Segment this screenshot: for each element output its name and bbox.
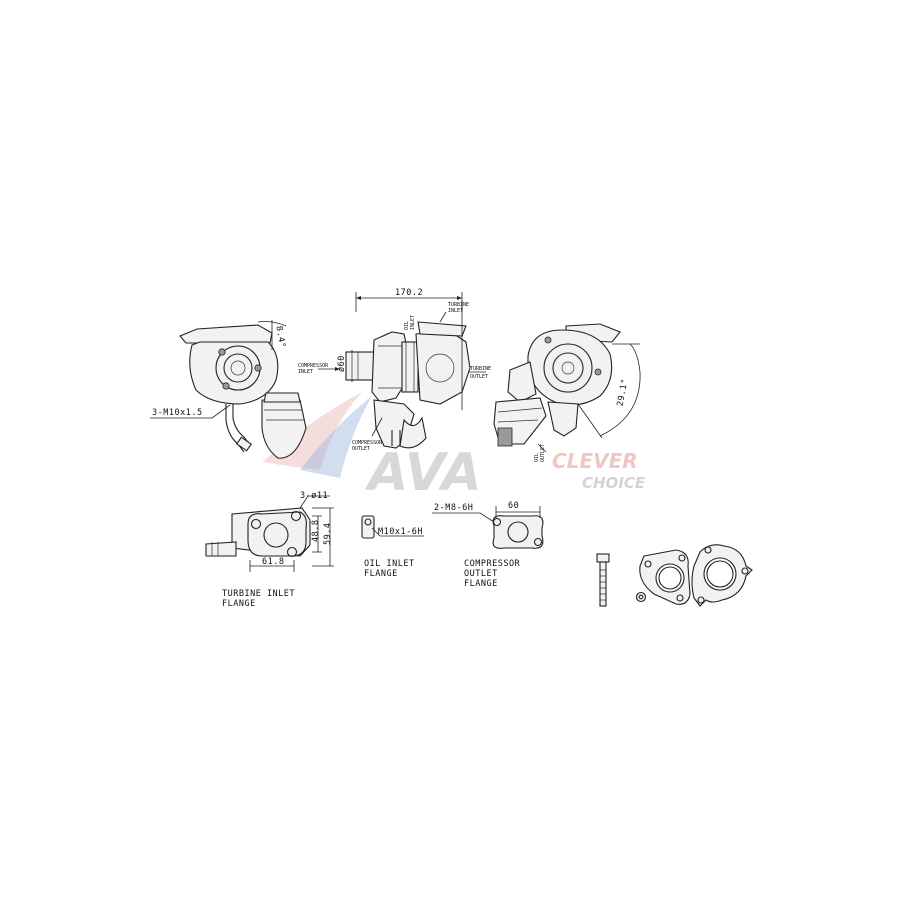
right-lower-outlet <box>547 401 579 437</box>
comp-flange-face <box>492 515 544 549</box>
callout-compressor-inlet-l1: COMPRESSOR <box>298 363 329 369</box>
label-comp-outlet-flange-l3: FLANGE <box>464 579 498 589</box>
kit-gasket-triangular <box>639 549 691 605</box>
turbine-flange-bore <box>263 522 289 548</box>
callout-turbine-inlet-l1: TURBINE <box>448 302 469 308</box>
left-outlet-bore <box>223 353 253 383</box>
left-bolt-2 <box>254 364 262 372</box>
label-comp-outlet-flange-l1: COMPRESSOR <box>464 559 521 569</box>
turbine-flange-hole-1 <box>290 510 302 522</box>
left-actuator <box>261 399 307 459</box>
comp-flange-hole-2 <box>533 537 543 547</box>
dim-angle-left: 8.4° <box>273 325 287 349</box>
callout-compressor-inlet-l2: INLET <box>298 369 313 375</box>
right-compressor-bore <box>552 352 584 384</box>
turbine-flange-pipe <box>205 541 237 557</box>
left-bolt-1 <box>218 348 226 356</box>
center-oil-return <box>399 416 427 449</box>
label-turbine-inlet-flange-l2: FLANGE <box>222 599 256 609</box>
callout-oil-outlet-l1: OIL <box>534 453 540 462</box>
callout-turbine-inlet-l2: INLET <box>448 308 463 314</box>
dim-bolt-holes: 3-ø11 <box>300 491 328 501</box>
turbo-right-view: 29.1° OIL OUTLET <box>493 323 641 462</box>
turbo-center-view: 170.2 ø60 COMPRESSOR INLET TURBINE OUTLE… <box>298 288 491 452</box>
compressor-outlet-flange-detail: 60 2-M8-6H COMPRESSOR OUTLET FLANGE <box>432 501 544 589</box>
watermark: AVA CLEVER CHOICE <box>262 392 646 503</box>
dim-flange-h2: 59.4 <box>323 523 333 545</box>
label-oil-inlet-flange-l1: OIL INLET <box>364 559 415 569</box>
dim-flange-w: 61.8 <box>262 557 284 567</box>
turbine-flange-face <box>247 511 307 557</box>
dim-comp-width: 60 <box>508 501 519 511</box>
turbine-flange-hole-3 <box>286 546 298 558</box>
turbo-left-view: 8.4° 3-M10x1.5 <box>150 320 307 459</box>
watermark-brand: AVA <box>364 443 482 503</box>
callout-oil-inlet-l1: OIL <box>404 321 410 330</box>
dim-length-top: 170.2 <box>395 288 423 298</box>
label-oil-inlet-flange-l2: FLANGE <box>364 569 398 579</box>
left-bolt-3 <box>222 382 230 390</box>
left-top-flange <box>179 324 273 344</box>
watermark-clever: CLEVER <box>552 449 638 473</box>
kit-bolt <box>596 553 610 607</box>
dim-angle-right: 29.1° <box>616 378 631 407</box>
oil-inlet-flange-detail: M10x1-6H OIL INLET FLANGE <box>361 515 424 579</box>
watermark-choice: CHOICE <box>582 474 646 492</box>
turbine-inlet-flange-detail: 3-ø11 48.8 59.4 61.8 TURBINE INLET FLANG… <box>205 491 334 609</box>
center-compressor-inlet <box>345 351 377 381</box>
watermark-swoosh-blue <box>300 396 372 478</box>
callout-oil-outlet-l2: OUTLET <box>540 444 546 462</box>
dim-thread-turbine: 3-M10x1.5 <box>152 408 203 418</box>
dim-oil-thread: M10x1-6H <box>378 527 423 537</box>
callout-turbine-outlet-l1: TURBINE <box>470 366 491 372</box>
left-turbine-housing <box>189 341 279 405</box>
label-turbine-inlet-flange-l1: TURBINE INLET <box>222 589 295 599</box>
turbine-flange-hole-2 <box>250 518 262 530</box>
right-compressor-ring <box>543 343 593 393</box>
callout-turbine-outlet-l2: OUTLET <box>470 374 488 380</box>
callout-compressor-outlet-l2: OUTLET <box>352 446 370 452</box>
kit-gasket-round <box>691 544 753 607</box>
label-comp-outlet-flange-l2: OUTLET <box>464 569 498 579</box>
gasket-kit <box>596 544 753 607</box>
oil-flange-hole <box>364 518 372 526</box>
center-bearing-housing <box>401 341 419 393</box>
dim-flange-h1: 48.8 <box>311 520 321 542</box>
callout-compressor-outlet-l1: COMPRESSOR <box>352 440 383 446</box>
right-compressor-housing <box>527 329 613 406</box>
dim-comp-thread: 2-M8-6H <box>434 503 473 513</box>
dim-diameter-inlet: ø60 <box>337 355 347 372</box>
comp-flange-bore <box>507 521 529 543</box>
right-side-fitting <box>507 361 537 403</box>
callout-oil-inlet-l2: INLET <box>410 315 416 330</box>
kit-washer <box>635 591 647 603</box>
center-turbine-flange <box>417 321 467 337</box>
